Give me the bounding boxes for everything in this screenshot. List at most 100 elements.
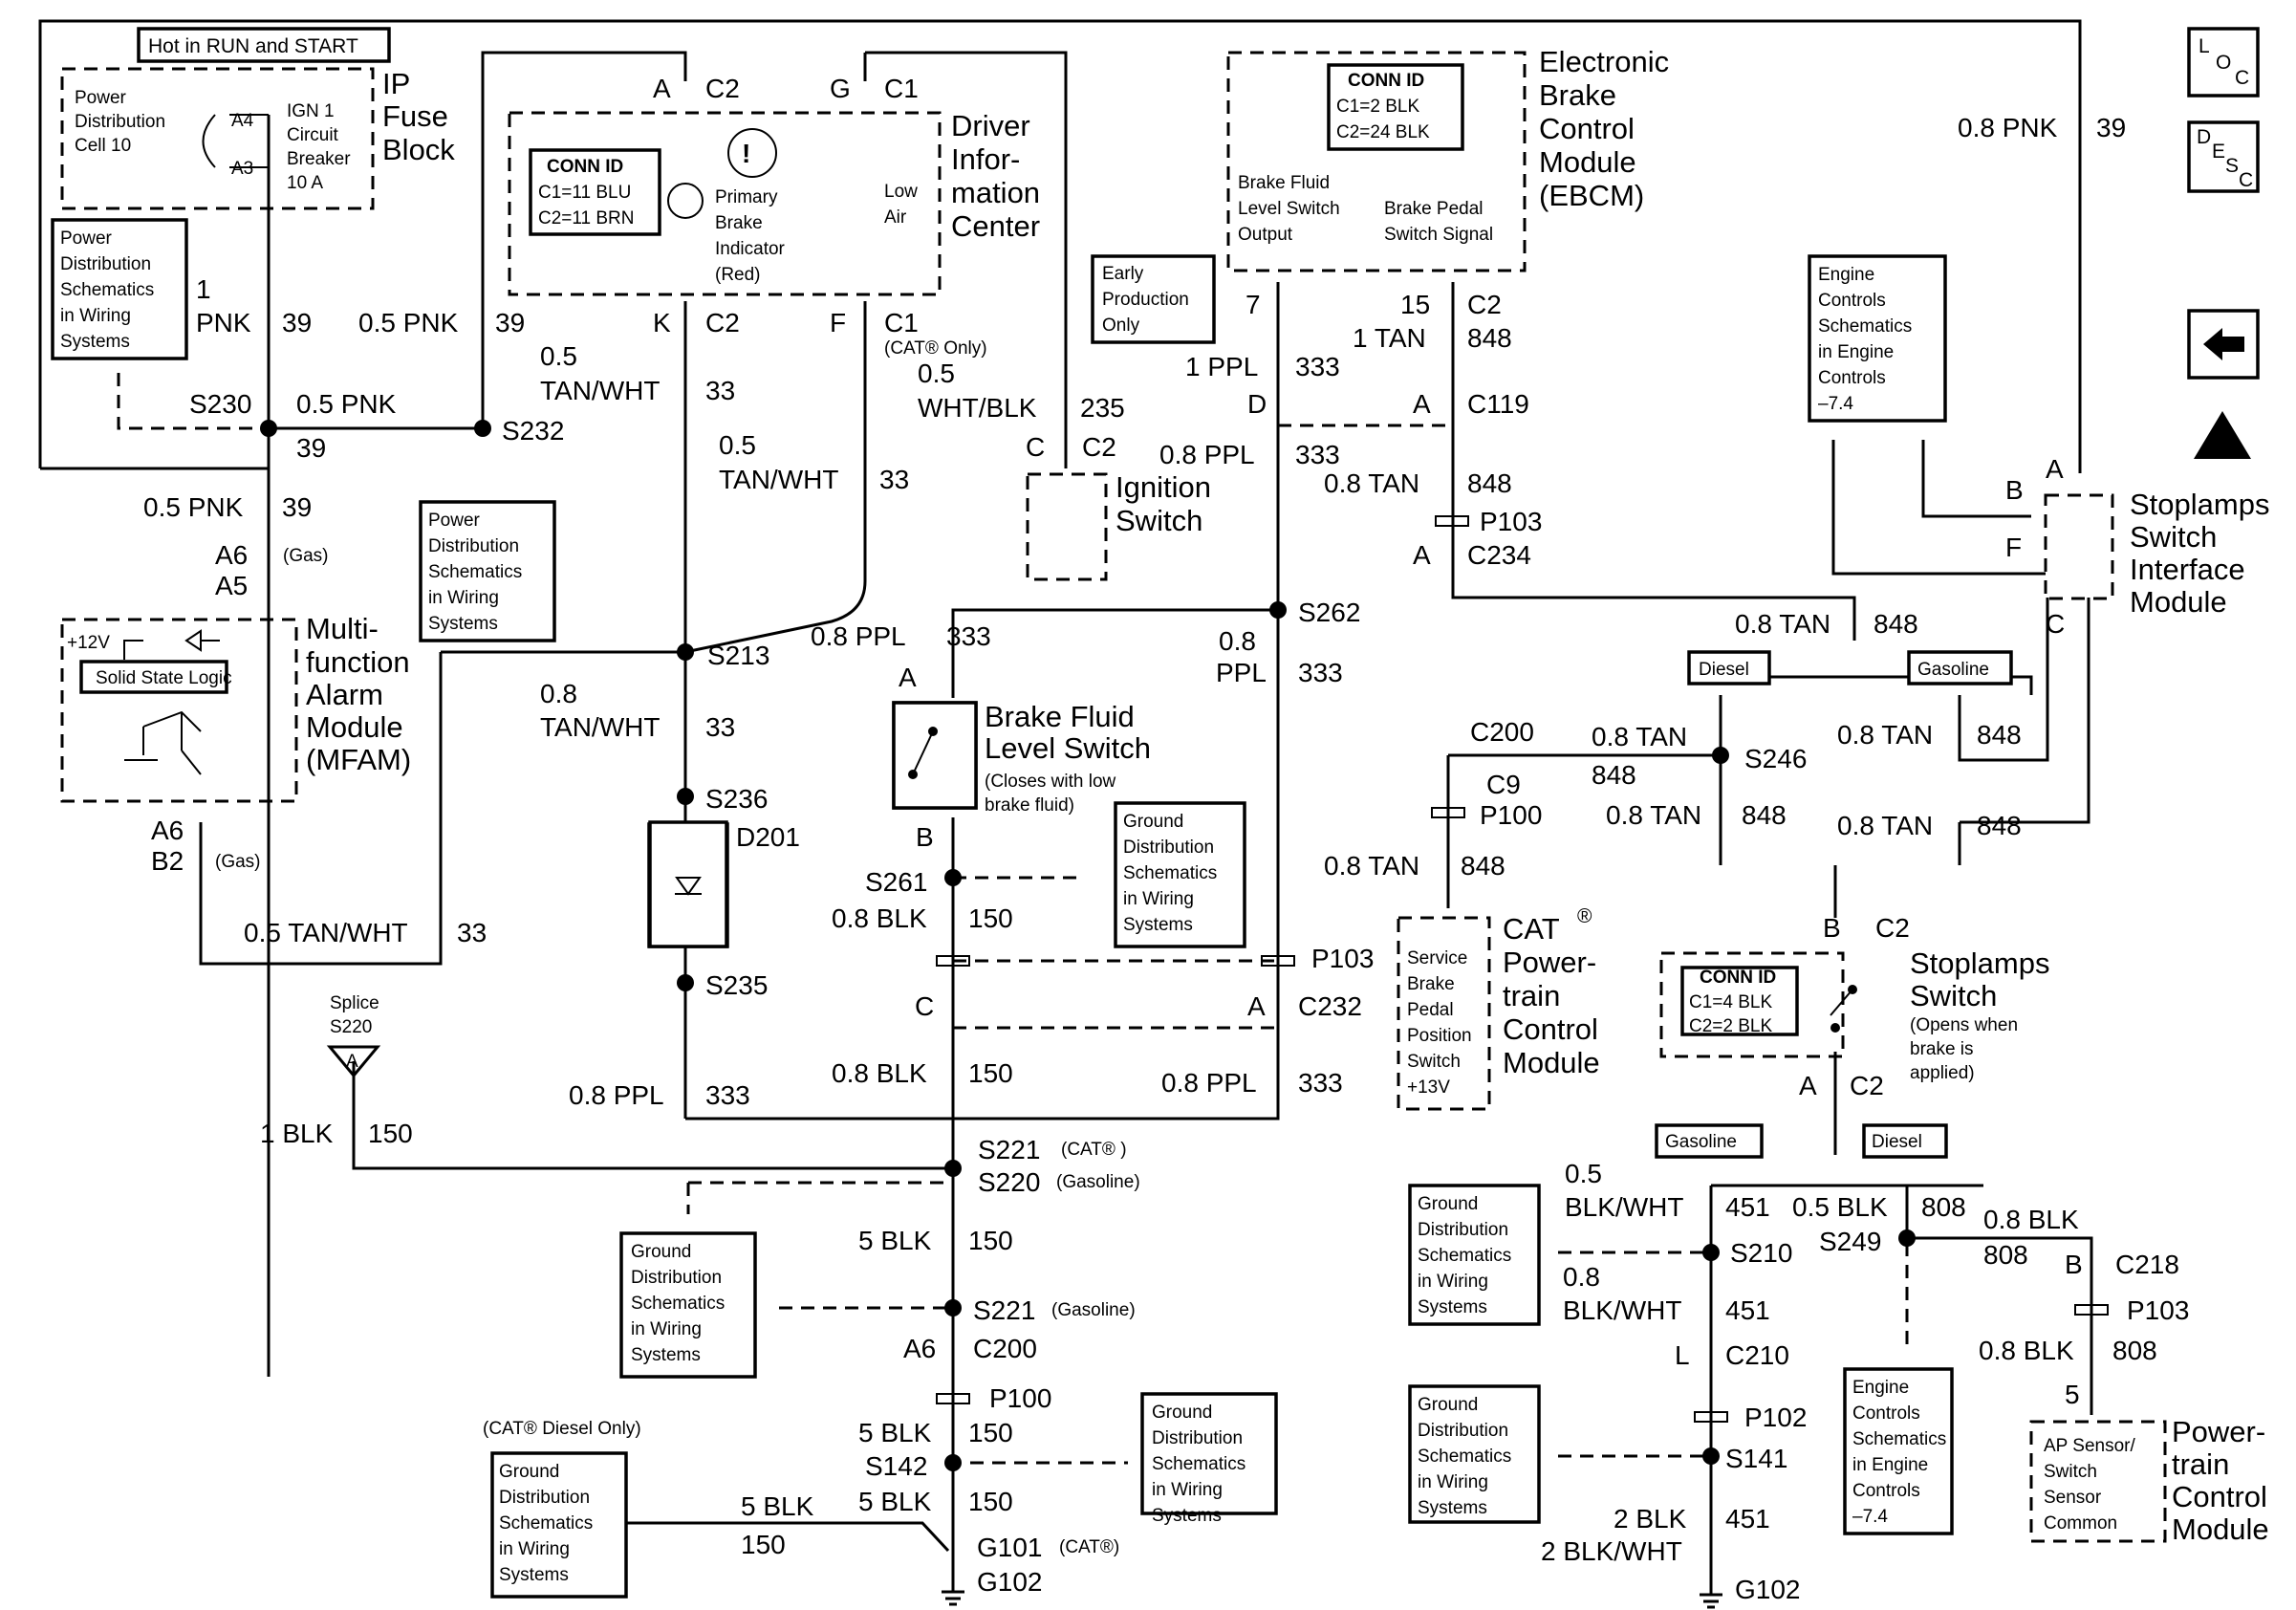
pds-left-4: in Wiring: [60, 306, 131, 326]
sl-conn-0: CONN ID: [1700, 968, 1776, 988]
pcm2-2: train: [2172, 1447, 2229, 1481]
c-p100: P100: [989, 1383, 1051, 1413]
arrow-left-icon[interactable]: [2189, 311, 2258, 378]
ebcm-conn-0: CONN ID: [1348, 71, 1424, 91]
gds2-4: in Wiring: [631, 1319, 702, 1339]
s213: S213: [707, 641, 769, 670]
gds2-5: Systems: [631, 1345, 701, 1365]
w7-b: WHT/BLK: [918, 393, 1037, 423]
r-w5-b: 451: [1725, 1504, 1770, 1534]
dic-pin-g: G: [830, 74, 851, 103]
w7-a: 0.5: [918, 359, 955, 388]
desc-d[interactable]: D: [2197, 126, 2211, 148]
ecs2-5: Controls: [1852, 1481, 1920, 1501]
g101-cat: (CAT®): [1059, 1537, 1119, 1557]
r-w1-a: 0.5: [1565, 1159, 1602, 1188]
ecs-4: in Engine: [1818, 342, 1894, 362]
ecs-1: Engine: [1818, 265, 1874, 285]
rm-w1-a: 1 TAN: [1353, 323, 1426, 353]
rm-w5-b: 848: [1977, 720, 2022, 750]
low-air-2: Air: [884, 207, 907, 228]
desc-e[interactable]: E: [2212, 141, 2225, 163]
desc-c[interactable]: C: [2239, 169, 2253, 191]
c-w3-a: 0.8 PPL: [811, 621, 906, 651]
ip-name3: Block: [382, 133, 455, 166]
s235: S235: [705, 970, 768, 1000]
pin-a4: A4: [231, 111, 254, 131]
s261: S261: [865, 867, 927, 897]
ecs2-1: Engine: [1852, 1378, 1909, 1398]
sl-pin-a: A: [1799, 1071, 1817, 1100]
loc-c[interactable]: C: [2235, 67, 2249, 89]
r-g102: G102: [1735, 1575, 1801, 1604]
splice-3: A: [346, 1052, 358, 1072]
esd-warning-icon: [2189, 406, 2258, 464]
r-gds2-4: in Wiring: [1418, 1472, 1488, 1492]
r-gds2-5: Systems: [1418, 1498, 1487, 1518]
gds3-5: Systems: [1152, 1506, 1222, 1526]
w5-a: 0.5: [540, 341, 577, 371]
gds-4: in Wiring: [1123, 889, 1194, 909]
c210: C210: [1725, 1340, 1789, 1370]
c-w8-b: 150: [968, 1226, 1013, 1255]
ebcm-name-5: (EBCM): [1539, 179, 1644, 212]
dic-name-4: Center: [951, 209, 1040, 243]
ssim-pin-b: B: [2005, 475, 2024, 505]
sl-conn-1: C1=4 BLK: [1689, 992, 1772, 1012]
c-w4-a: 0.8: [1219, 626, 1256, 656]
c119: C119: [1467, 389, 1529, 419]
r-w7-b: 808: [2112, 1336, 2157, 1365]
loc-o[interactable]: O: [2216, 52, 2231, 74]
c-w6-b: 150: [968, 1058, 1013, 1088]
w2-a: 0.5 PNK: [296, 389, 397, 419]
r-w7-a: 0.8 BLK: [1979, 1336, 2074, 1365]
symbols: !: [123, 114, 2251, 1609]
r-gds2-1: Ground: [1418, 1395, 1478, 1415]
rm-w6-b: 848: [1742, 800, 1787, 830]
g101: G101: [977, 1533, 1043, 1562]
r-w6: 2 BLK/WHT: [1541, 1536, 1682, 1566]
dic-pin-c2: C2: [705, 74, 740, 103]
cell-line1: Power: [75, 88, 127, 108]
ebcm-name-1: Electronic: [1539, 45, 1669, 78]
s246: S246: [1744, 744, 1807, 773]
c-pin-c: C: [915, 991, 934, 1021]
s141: S141: [1725, 1444, 1787, 1473]
pcm-name-5: Module: [1503, 1046, 1600, 1079]
rm-p100: P100: [1480, 800, 1542, 830]
mfam-pin-a5: A5: [215, 571, 248, 600]
r-w4-c: 451: [1725, 1295, 1770, 1325]
ign-pin-c2: C2: [1082, 432, 1116, 462]
gds4-2: Distribution: [499, 1488, 590, 1508]
c234-a: A: [1413, 540, 1431, 570]
c-w8-a: 5 BLK: [858, 1226, 932, 1255]
sl-conn-2: C2=2 BLK: [1689, 1016, 1772, 1036]
fluid-out-3: Output: [1238, 225, 1293, 245]
pcm-name-2: Power-: [1503, 946, 1596, 979]
s142: S142: [865, 1451, 927, 1481]
r-w3-a: 0.8 BLK: [1983, 1205, 2079, 1234]
ind-1: Primary: [715, 187, 778, 207]
sl-pin-c2b: C2: [1850, 1071, 1884, 1100]
dic-pin-c1: C1: [884, 74, 919, 103]
loc-button[interactable]: [2189, 29, 2258, 96]
bfls-name-1: Brake Fluid: [985, 700, 1135, 733]
desc-button[interactable]: [2189, 122, 2258, 191]
c200-a6: A6: [903, 1334, 936, 1363]
loc-l[interactable]: L: [2199, 35, 2210, 57]
gds3-2: Distribution: [1152, 1428, 1243, 1448]
rm-c9: C9: [1486, 770, 1521, 799]
w5-c: 33: [705, 376, 735, 405]
w7-c: 235: [1080, 393, 1125, 423]
gds2-3: Schematics: [631, 1294, 725, 1314]
w5-b: TAN/WHT: [540, 376, 660, 405]
gds-1: Ground: [1123, 812, 1183, 832]
desc-s[interactable]: S: [2225, 155, 2239, 177]
breaker1: IGN 1: [287, 101, 335, 121]
pds-mid-4: in Wiring: [428, 588, 499, 608]
fluid-out-2: Level Switch: [1238, 199, 1340, 219]
gds3-3: Schematics: [1152, 1454, 1245, 1474]
c-w11-a: 5 BLK: [741, 1491, 814, 1521]
bfls-note-1: (Closes with low: [985, 772, 1116, 792]
s230: S230: [189, 389, 251, 419]
